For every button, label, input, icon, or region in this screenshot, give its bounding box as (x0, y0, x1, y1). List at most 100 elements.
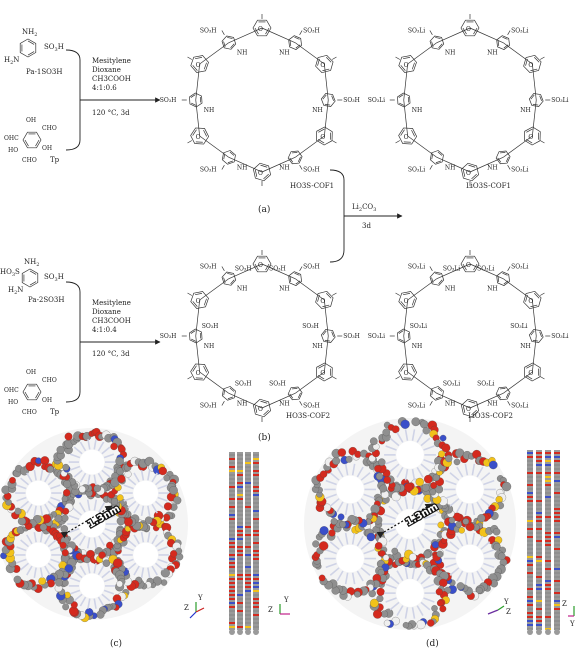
stack-layer (237, 594, 243, 596)
stack-layer (554, 464, 560, 466)
pore-channel (396, 441, 424, 469)
channel-wall (101, 446, 111, 455)
carbonyl-label: O (258, 170, 263, 177)
carbonyl-label: O (196, 370, 201, 377)
double-bond (263, 409, 269, 416)
stack-column (253, 452, 259, 630)
channel-wall (416, 536, 425, 549)
amine-label: NH (520, 107, 530, 114)
stack-layer (536, 572, 542, 574)
double-bond (399, 102, 405, 106)
atom (492, 528, 501, 536)
sulfonate-label: SO₃H (200, 264, 217, 271)
channel-wall (20, 562, 30, 571)
amine-label: NH (412, 107, 422, 114)
channel-wall (423, 445, 435, 451)
product-b-label: HO3S-COF2 (286, 412, 330, 420)
stack-layer (527, 556, 533, 558)
atom (375, 472, 384, 480)
stack-layer (545, 536, 551, 538)
atom (64, 432, 73, 441)
stack-layer (527, 568, 533, 570)
amine-label: NH (487, 286, 497, 293)
sulfonate-label: SO₃Li (477, 266, 494, 273)
stack-layer (237, 506, 243, 508)
sulfonate-label: SO₃H (160, 333, 177, 340)
axis-triad-d2: ZY (562, 600, 575, 628)
stack-layer (253, 486, 259, 488)
stack-layer (253, 502, 259, 504)
double-bond (265, 27, 270, 35)
exo-bond (331, 292, 337, 296)
double-bond (462, 27, 467, 35)
stack-layer (245, 490, 251, 492)
atom (430, 482, 438, 489)
svg-text:CH3COOH: CH3COOH (92, 317, 131, 325)
channel-wall (26, 503, 33, 514)
channel-wall (154, 562, 164, 571)
stack-layer (237, 458, 243, 460)
channel-wall (480, 472, 491, 481)
stack-column (229, 452, 235, 630)
atom (339, 520, 347, 528)
exo-bond (429, 400, 433, 406)
stack-layer (253, 598, 259, 600)
exo-bond (507, 400, 511, 406)
svg-text:NH2: NH2 (24, 258, 39, 268)
channel-wall (389, 575, 400, 585)
stack-layer (245, 570, 251, 572)
stack-layer (253, 594, 259, 596)
stack-layer (229, 598, 235, 600)
atom (116, 516, 126, 526)
atom (439, 605, 447, 613)
stack-layer (536, 612, 542, 614)
channel-wall (103, 453, 115, 459)
linkage-bond (195, 63, 200, 101)
stack-layer (229, 518, 235, 520)
channel-wall (127, 539, 137, 548)
svg-text:CHO: CHO (42, 125, 57, 132)
exchange-time: 3d (362, 222, 371, 230)
monomer-aldehyde-b: OH CHO OHC OH HO CHO Tp (4, 369, 60, 416)
stack-layer (536, 472, 542, 474)
stack-layer (245, 466, 251, 468)
channel-wall (93, 537, 98, 549)
carbonyl-label: O (528, 62, 533, 69)
channel-wall (416, 466, 424, 478)
diamine-ring (496, 35, 510, 50)
stack-layer (527, 600, 533, 602)
reagents-a: Mesitylene Dioxane CH3COOH 4:1:0.6 120 °… (92, 57, 131, 117)
stack-layer (245, 566, 251, 568)
channel-wall (325, 479, 337, 486)
channel-wall (480, 498, 491, 507)
amine-label: NH (445, 164, 455, 171)
channel-wall (73, 570, 83, 579)
stack-layer (545, 548, 551, 550)
stack-layer (545, 480, 551, 482)
pore-channel (25, 542, 51, 568)
double-bond (190, 94, 196, 98)
monomer-amine-a-label: Pa-1SO3H (26, 68, 62, 76)
stack-layer (536, 536, 542, 538)
channel-wall (87, 474, 91, 486)
double-bond (530, 304, 538, 308)
stack-layer (545, 556, 551, 558)
triformyl-ring (190, 55, 209, 73)
atom (382, 554, 390, 561)
sulfonate-label: SO₃H (269, 380, 286, 387)
reagents-b: Mesitylene Dioxane CH3COOH 4:1:0.4 120 °… (92, 299, 131, 358)
stack-layer (253, 610, 259, 612)
stack-layer (545, 484, 551, 486)
pore-channel (456, 544, 484, 573)
double-bond (317, 58, 320, 66)
stack-layer (536, 504, 542, 506)
stack-layer (253, 546, 259, 548)
triformyl-ring (190, 291, 209, 309)
channel-wall (456, 466, 464, 478)
channel-wall (44, 472, 51, 483)
stack-layer (527, 576, 533, 578)
channel-wall (471, 572, 476, 585)
double-bond (402, 293, 411, 296)
channel-wall (336, 501, 344, 513)
atom (477, 514, 486, 523)
